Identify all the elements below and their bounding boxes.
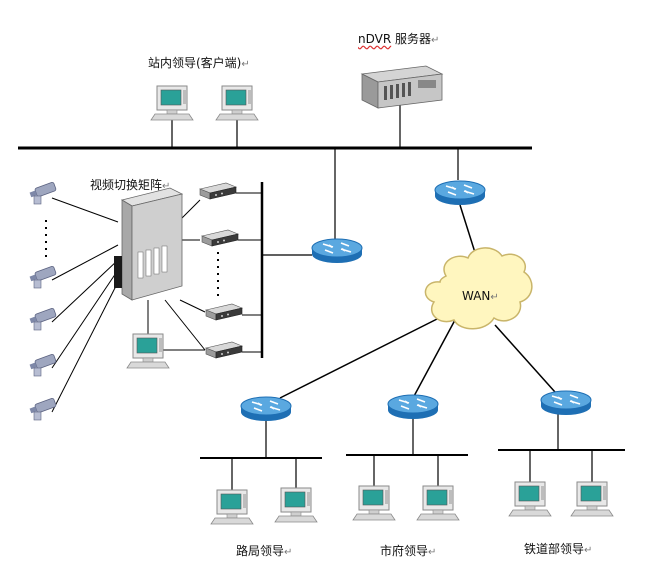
server-icon	[360, 65, 444, 109]
cloud-icon	[424, 247, 533, 330]
computer-icon	[150, 85, 194, 121]
computer-icon	[416, 485, 460, 521]
computer-icon	[508, 481, 552, 517]
encoder-icon	[205, 303, 243, 321]
camera-icon	[29, 397, 57, 421]
router-icon	[311, 238, 363, 264]
camera-icon	[29, 307, 57, 331]
computer-icon	[215, 85, 259, 121]
camera-icon	[29, 265, 57, 289]
matrix-label: 视频切换矩阵↵	[90, 178, 171, 192]
matrix-icon	[114, 187, 184, 301]
encoder-icon	[199, 182, 237, 200]
connection-lines	[18, 103, 625, 490]
computer-icon	[352, 485, 396, 521]
router-icon	[240, 396, 292, 422]
bureau-label: 路局领导↵	[236, 544, 293, 558]
encoder-icon	[201, 229, 239, 247]
computer-icon	[570, 481, 614, 517]
clients-label: 站内领导(客户端)↵	[148, 56, 250, 70]
computer-icon	[126, 333, 170, 369]
city-label: 市府领导↵	[380, 544, 437, 558]
router-icon	[540, 390, 592, 416]
ndvr-label: nDVR 服务器↵	[358, 32, 440, 46]
encoder-icon	[205, 341, 243, 359]
railway-label: 铁道部领导↵	[524, 542, 593, 556]
computer-icon	[210, 489, 254, 525]
router-icon	[434, 180, 486, 206]
camera-icon	[29, 353, 57, 377]
router-icon	[387, 394, 439, 420]
camera-icon	[29, 181, 57, 205]
computer-icon	[274, 487, 318, 523]
wan-label: WAN↵	[462, 289, 499, 303]
